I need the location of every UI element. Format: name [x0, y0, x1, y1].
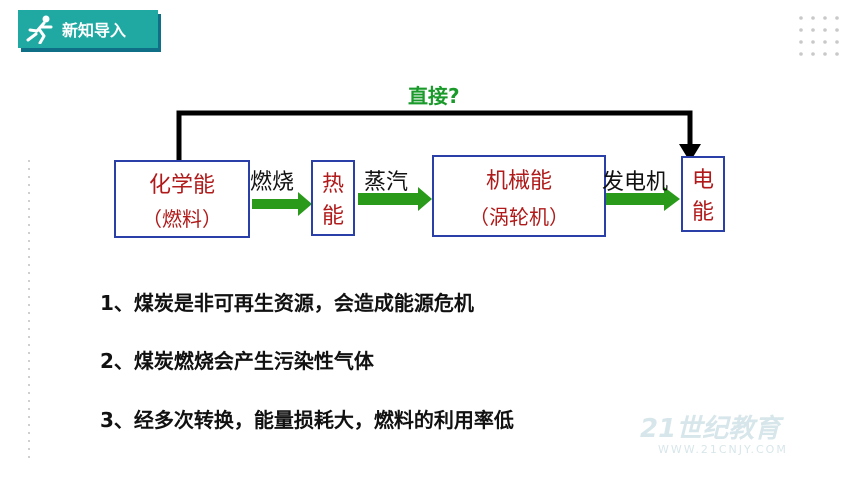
box-line: 能	[321, 204, 344, 229]
point-item: 3、经多次转换，能量损耗大，燃料的利用率低	[100, 408, 514, 432]
box-line: 电	[691, 168, 714, 193]
section-tag-label: 新知导入	[62, 21, 127, 40]
runner-icon	[26, 15, 53, 44]
box-line: 机械能	[485, 168, 552, 194]
arrow-label-burn: 燃烧	[250, 170, 295, 195]
box-line: 化学能	[148, 172, 215, 198]
watermark: 21世纪教育 WWW.21CNJY.COM	[640, 408, 788, 456]
box-line: 热	[321, 172, 344, 197]
direct-question: 直接?	[408, 84, 460, 108]
electric-energy-box: 电 能	[681, 156, 725, 232]
heat-energy-box: 热 能	[311, 160, 355, 236]
arrow-right-icon	[605, 187, 680, 211]
section-tag: 新知导入	[18, 10, 158, 48]
arrow-right-icon	[358, 187, 432, 211]
box-line: （燃料）	[142, 206, 222, 231]
point-item: 2、煤炭燃烧会产生污染性气体	[100, 349, 374, 373]
arrow-label-generator: 发电机	[602, 170, 669, 195]
arrow-right-icon	[252, 192, 312, 216]
watermark-brand: 21世纪教育	[640, 414, 781, 444]
decorative-dots	[799, 16, 839, 56]
down-arrow-icon	[679, 144, 701, 162]
mechanical-energy-box: 机械能 （涡轮机）	[432, 155, 606, 237]
box-line: （涡轮机）	[469, 204, 569, 229]
arrow-label-steam: 蒸汽	[364, 170, 409, 195]
watermark-url: WWW.21CNJY.COM	[658, 443, 788, 456]
decorative-dotted-line	[28, 160, 30, 460]
chemical-energy-box: 化学能 （燃料）	[114, 160, 250, 238]
box-line: 能	[691, 200, 714, 225]
point-item: 1、煤炭是非可再生资源，会造成能源危机	[100, 291, 474, 315]
